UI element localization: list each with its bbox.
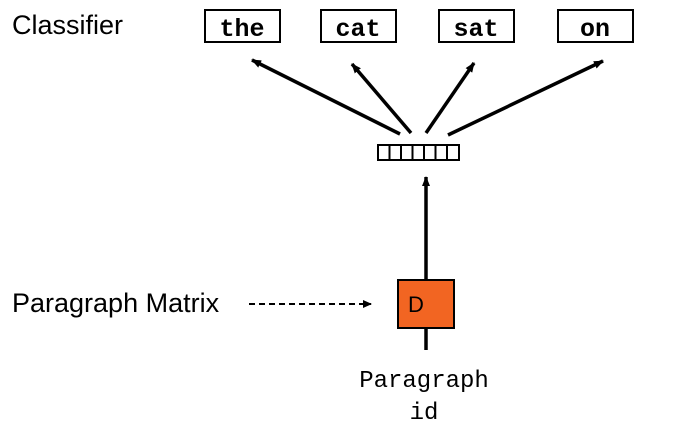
word-label: sat xyxy=(453,15,498,44)
arrow-to-the xyxy=(251,58,401,136)
paragraph-matrix-d-box: D xyxy=(397,279,455,329)
word-box-sat: sat xyxy=(438,9,515,44)
paragraph-id-label-line2: id xyxy=(410,400,439,427)
hidden-vector xyxy=(377,144,460,161)
word-box-on: on xyxy=(557,9,634,44)
d-box-fill xyxy=(397,279,455,329)
word-box-cat: cat xyxy=(320,9,397,44)
word-label: on xyxy=(580,15,610,44)
word-label: the xyxy=(219,15,264,44)
arrow-to-on xyxy=(447,59,604,137)
classifier-label: Classifier xyxy=(12,10,123,40)
arrow-to-sat xyxy=(424,62,476,134)
arrow-to-cat xyxy=(350,62,413,135)
word-label: cat xyxy=(335,15,380,44)
word-box-the: the xyxy=(204,9,281,44)
paragraph-id-label-line1: Paragraph xyxy=(359,368,489,395)
d-box-label: D xyxy=(408,292,424,317)
paragraph-matrix-label: Paragraph Matrix xyxy=(12,288,220,318)
